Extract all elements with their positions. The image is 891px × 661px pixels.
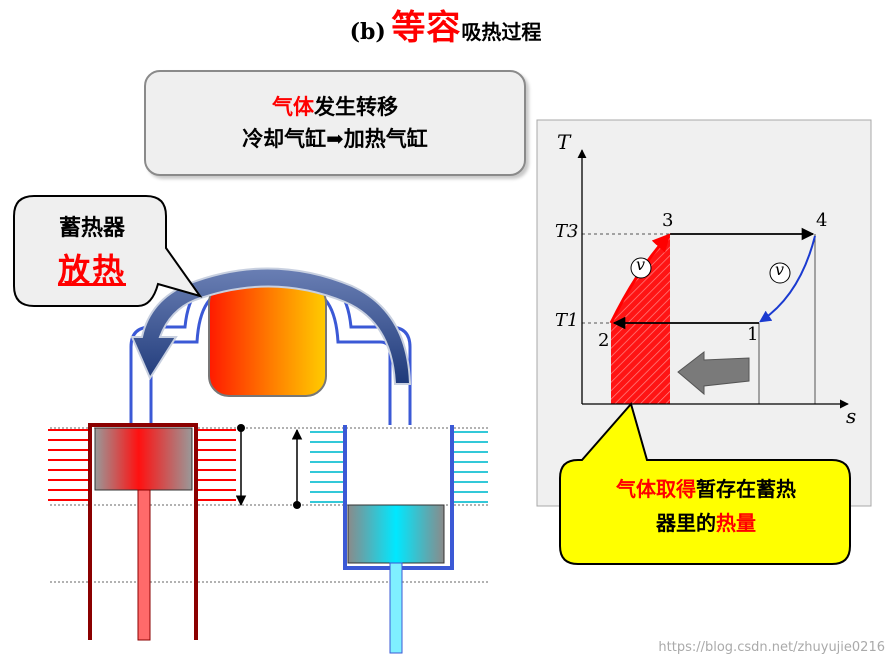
s-axis-label: s [846, 404, 857, 428]
hot-fins [48, 429, 236, 501]
cold-fins [310, 431, 488, 503]
heat-area [611, 234, 670, 404]
callout-line-1: 蓄热器 [58, 215, 125, 241]
cold-cylinder [343, 425, 454, 654]
callout-text: 蓄热器 放热 [18, 204, 166, 304]
hot-piston-rod [137, 489, 151, 641]
process-4-1 [759, 235, 816, 323]
v-label-right: v [775, 260, 785, 279]
t-axis-label: T [557, 130, 571, 154]
note-part-1: 气体取得 [616, 477, 696, 501]
note-line-2: 器里的热量 [572, 506, 840, 540]
title-suffix: 吸热过程 [461, 20, 542, 44]
v-circle-right [769, 262, 791, 284]
note-text: 气体取得暂存在蓄热 器里的热量 [572, 472, 840, 550]
ts-chart-panel [536, 119, 872, 507]
point-4-label: 4 [816, 210, 828, 231]
yellow-callout [559, 401, 851, 565]
stroke-indicators [235, 424, 303, 509]
regenerator [208, 282, 327, 397]
info-line-1-red: 气体 [272, 94, 314, 119]
point-3-label: 3 [662, 210, 674, 231]
note-part-2: 暂存在蓄热 [696, 477, 796, 501]
watermark: https://blog.csdn.net/zhuyujie0216 [658, 640, 885, 655]
cold-piston [347, 504, 445, 564]
title-prefix: (b) [349, 19, 386, 45]
info-line-2: 冷却气缸➡加热气缸 [242, 126, 428, 151]
note-part-4: 热量 [716, 511, 756, 535]
grey-arrow [677, 350, 750, 396]
info-box: 气体发生转移 冷却气缸➡加热气缸 [144, 70, 526, 176]
note-part-3: 器里的 [656, 511, 716, 535]
ts-chart [536, 119, 872, 507]
t1-tick-label: T1 [555, 310, 579, 331]
callout-line-2: 放热 [57, 251, 126, 289]
cold-piston-rod [389, 562, 403, 654]
regenerator-callout [13, 195, 203, 307]
v-label-left: v [636, 255, 646, 274]
t3-tick-label: T3 [555, 221, 579, 242]
v-circle-left [630, 257, 652, 279]
page-title: (b) 等容吸热过程 [0, 0, 891, 48]
point-1-label: 1 [747, 324, 759, 345]
point-2-label: 2 [598, 330, 610, 351]
info-line-1-rest: 发生转移 [314, 94, 398, 119]
info-line-1: 气体发生转移 [272, 91, 398, 123]
hot-cylinder [88, 423, 198, 641]
title-main: 等容 [391, 8, 462, 48]
hot-piston [94, 427, 193, 491]
note-line-1: 气体取得暂存在蓄热 [572, 472, 840, 506]
